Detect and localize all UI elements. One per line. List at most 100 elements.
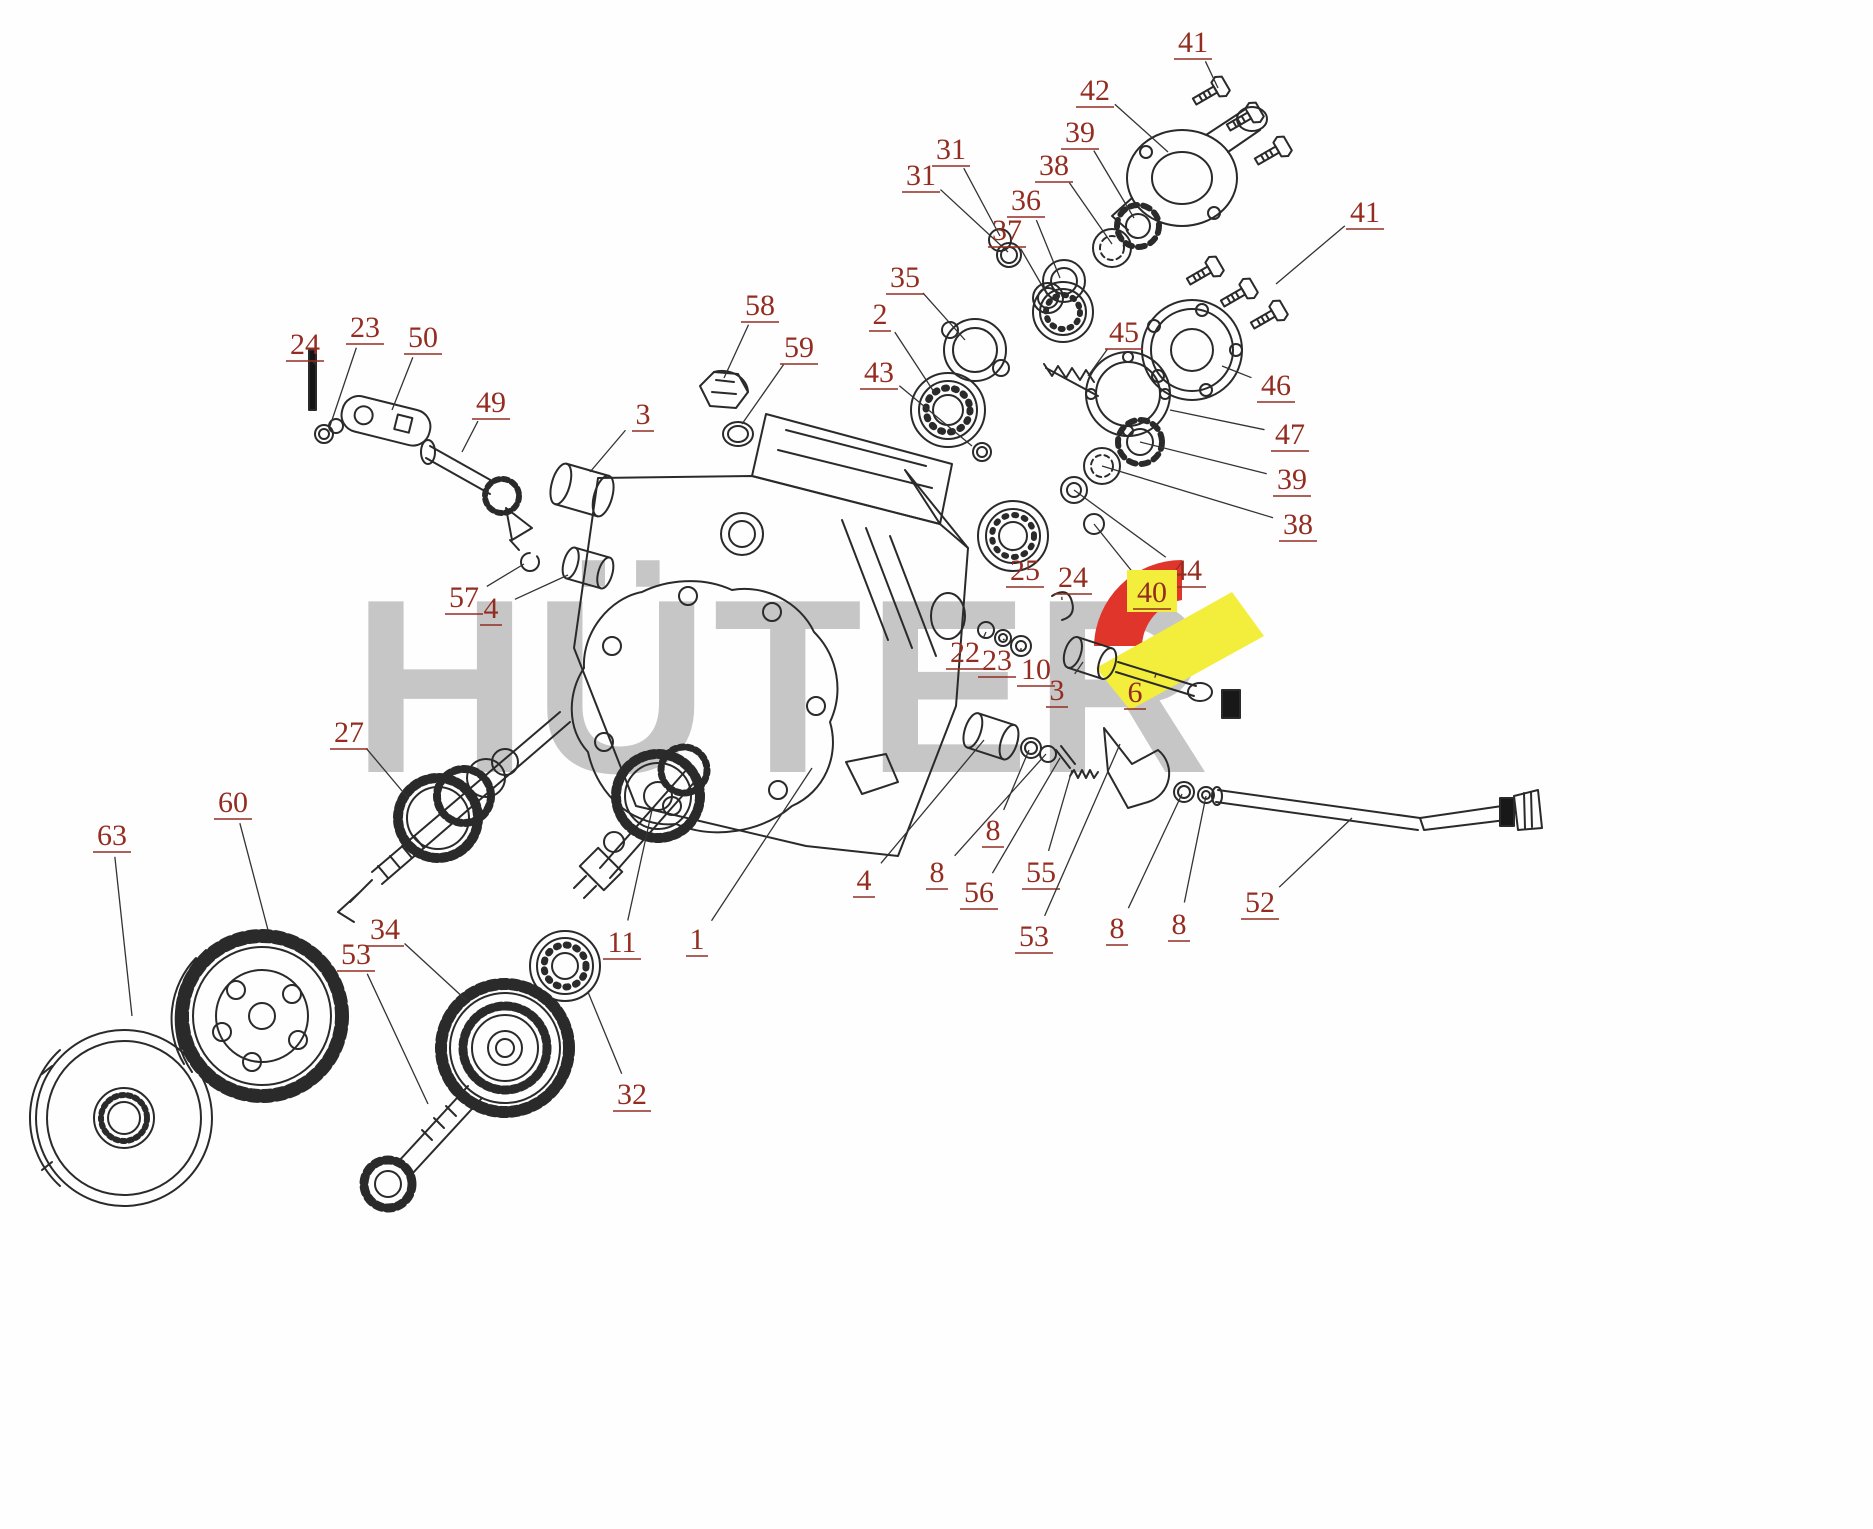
part-number: 39 xyxy=(1277,463,1307,496)
part-label-41: 41 xyxy=(1275,196,1384,285)
part-number: 59 xyxy=(784,331,814,364)
leader-line xyxy=(1139,441,1267,475)
part-number: 8 xyxy=(986,814,1001,847)
part-number: 49 xyxy=(476,386,506,419)
part-label-63: 63 xyxy=(93,819,133,1017)
part-number: 3 xyxy=(636,398,651,431)
leader-line xyxy=(1183,795,1207,903)
leader-line xyxy=(1169,409,1265,431)
part-label-49: 49 xyxy=(461,386,510,453)
part-number: 60 xyxy=(218,786,248,819)
leader-line xyxy=(329,347,357,427)
leader-line xyxy=(114,856,133,1017)
part-number: 24 xyxy=(1058,561,1088,594)
part-label-52: 52 xyxy=(1241,817,1353,920)
part-label-11: 11 xyxy=(603,809,653,960)
part-number: 8 xyxy=(1110,912,1125,945)
part-label-8: 8 xyxy=(1106,793,1183,946)
part-number: 52 xyxy=(1245,886,1275,919)
part-number: 56 xyxy=(964,876,994,909)
part-label-3: 3 xyxy=(1046,661,1084,708)
leader-line xyxy=(1154,673,1157,678)
part-label-24: 24 xyxy=(286,328,324,365)
output-flange xyxy=(1043,299,1243,535)
gasket xyxy=(570,580,839,834)
part-number: 43 xyxy=(864,356,894,389)
part-number: 40 xyxy=(1137,576,1167,609)
leader-line xyxy=(1035,219,1061,279)
part-number: 23 xyxy=(350,311,380,344)
leader-line xyxy=(710,767,813,922)
part-number: 39 xyxy=(1065,116,1095,149)
leader-line xyxy=(1275,225,1346,285)
leader-line xyxy=(1093,150,1135,219)
part-label-43: 43 xyxy=(860,356,973,447)
leader-line xyxy=(461,420,479,453)
leader-line xyxy=(1073,489,1167,558)
leader-line xyxy=(404,943,467,1001)
part-label-36: 36 xyxy=(1007,184,1061,279)
part-number: 50 xyxy=(408,321,438,354)
clutch-hub xyxy=(28,1029,213,1207)
shift-fork-group xyxy=(962,712,1215,809)
leader-line xyxy=(991,757,1061,874)
leader-line xyxy=(366,973,429,1105)
part-number: 42 xyxy=(1080,74,1110,107)
output-gears xyxy=(359,930,601,1213)
part-number: 4 xyxy=(857,864,872,897)
leader-line xyxy=(1047,769,1073,852)
kickstart-group xyxy=(308,349,533,541)
leader-line xyxy=(239,823,269,931)
leader-line xyxy=(880,739,985,864)
leader-line xyxy=(486,563,525,587)
part-label-3: 3 xyxy=(589,398,654,473)
part-number: 24 xyxy=(290,328,320,361)
leader-line xyxy=(627,809,653,921)
plug-and-oring xyxy=(699,369,754,447)
mid-bearing-parts xyxy=(977,500,1241,719)
leader-line xyxy=(365,747,409,799)
gearbox-housing xyxy=(573,413,969,857)
part-label-35: 35 xyxy=(886,261,966,341)
part-label-40: 40 xyxy=(1093,523,1177,612)
part-number: 36 xyxy=(1011,184,1041,217)
part-label-23: 23 xyxy=(329,311,384,427)
part-number: 53 xyxy=(1019,920,1049,953)
bushings xyxy=(509,462,615,590)
part-label-39: 39 xyxy=(1061,116,1135,219)
leader-line xyxy=(1127,793,1183,909)
leader-line xyxy=(954,753,1047,857)
part-label-32: 32 xyxy=(587,991,651,1112)
leader-line xyxy=(1101,465,1274,519)
part-label-56: 56 xyxy=(960,757,1061,910)
leader-line xyxy=(312,361,316,365)
part-label-24: 24 xyxy=(1054,561,1092,601)
part-label-39: 39 xyxy=(1139,441,1311,497)
part-number: 31 xyxy=(906,159,936,192)
part-label-8: 8 xyxy=(1168,795,1207,942)
logo-yellow-swoosh xyxy=(1096,592,1264,710)
leader-line xyxy=(723,324,750,379)
part-number: 53 xyxy=(341,938,371,971)
part-label-45: 45 xyxy=(1087,316,1143,377)
part-number: 8 xyxy=(930,856,945,889)
part-label-8: 8 xyxy=(926,753,1047,890)
part-number: 55 xyxy=(1026,856,1056,889)
leader-line xyxy=(1068,182,1113,245)
part-label-41: 41 xyxy=(1174,26,1219,89)
part-number: 25 xyxy=(1010,554,1040,587)
leader-line xyxy=(1221,365,1252,379)
part-label-25: 25 xyxy=(1006,549,1044,588)
leader-line xyxy=(391,357,414,411)
part-number: 63 xyxy=(97,819,127,852)
part-number: 1 xyxy=(690,923,705,956)
part-number: 3 xyxy=(1050,674,1065,707)
part-label-47: 47 xyxy=(1169,409,1309,452)
part-number: 2 xyxy=(873,298,888,331)
part-number: 23 xyxy=(982,644,1012,677)
leader-line xyxy=(1020,248,1049,297)
leader-line xyxy=(922,292,966,341)
bearing-chain xyxy=(910,202,1162,462)
